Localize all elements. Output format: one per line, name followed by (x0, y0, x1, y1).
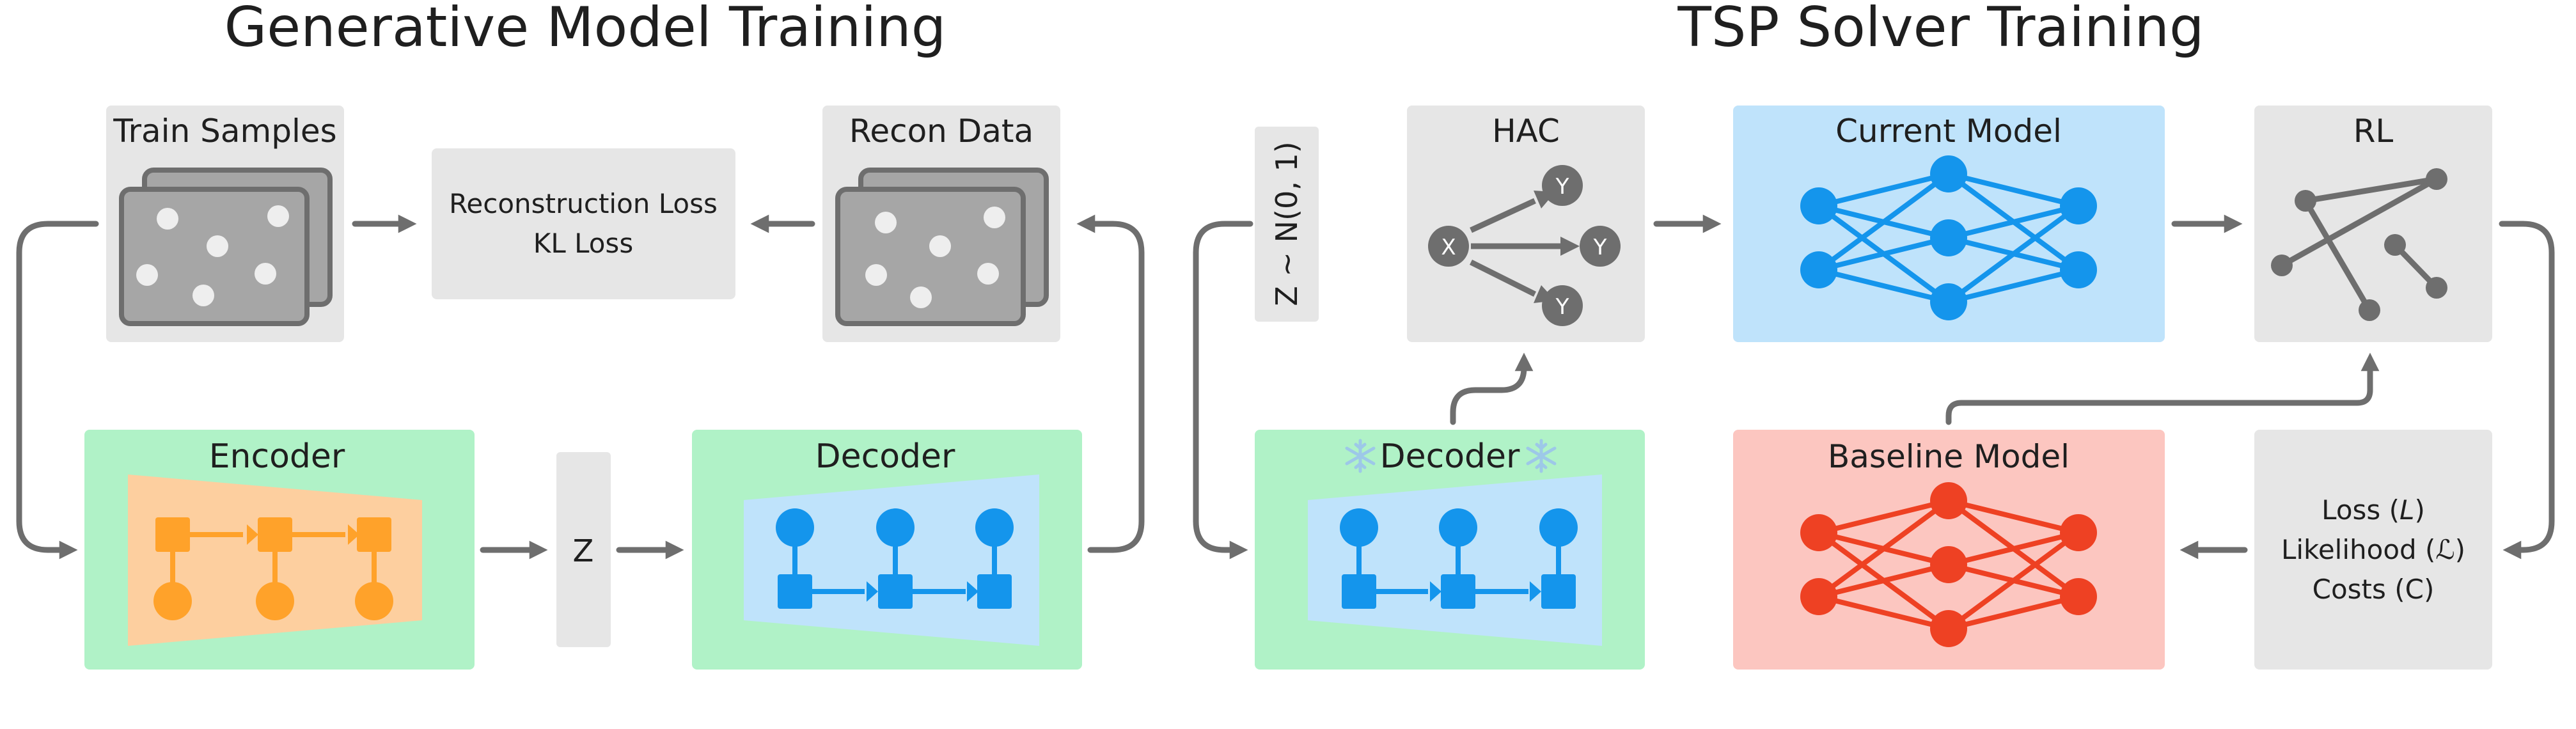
network-node (1800, 578, 1837, 615)
baseline-model-network-icon (1800, 482, 2097, 647)
current-model-network-icon (1800, 155, 2097, 320)
decoder-trapezoid (744, 474, 1039, 646)
hac-node-y3: Y (1555, 294, 1569, 320)
rl-metrics-box: Loss (L) Likelihood (ℒ) Costs (C) (2254, 430, 2492, 670)
hac-node-y2: Y (1593, 235, 1607, 260)
train-samples-box: Train Samples (106, 106, 344, 342)
network-edge (1818, 562, 1949, 599)
encoder-network-icon (153, 517, 393, 620)
reconstruction-loss-label: Reconstruction Loss (449, 188, 718, 219)
train-samples-label: Train Samples (113, 113, 336, 150)
vae-loss-box: Reconstruction Loss KL Loss (432, 148, 735, 299)
prior-sample-label: Z ~ N(0, 1) (1269, 141, 1304, 306)
arrow-baseline-to-rl (1945, 352, 2380, 425)
latent-z-label: Z (573, 533, 594, 569)
network-node (1930, 283, 1967, 320)
network-edge (1818, 235, 1949, 272)
network-node (1800, 187, 1837, 224)
arrow-frozen-decoder-to-hac (1450, 352, 1534, 425)
snowflake-icon (1345, 439, 1376, 473)
network-edge (1947, 203, 2080, 304)
network-node (1930, 610, 1967, 647)
hac-node-y1: Y (1555, 174, 1569, 200)
baseline-model-box: Baseline Model (1733, 430, 2165, 670)
network-node (2060, 578, 2097, 615)
recon-data-stack-icon (835, 168, 1049, 326)
network-node (1930, 219, 1967, 256)
encoder-label: Encoder (209, 437, 345, 476)
decoder-network-icon (776, 508, 1014, 609)
network-edge (1948, 171, 2079, 208)
prior-sample-box: Z ~ N(0, 1) (1255, 127, 1319, 322)
latent-z-box: Z (556, 452, 611, 647)
costs-metric: Costs (C) (2313, 574, 2435, 605)
encoder-box: Encoder (84, 430, 475, 670)
network-edge (1818, 267, 1949, 304)
network-edge (1818, 498, 1949, 535)
arrow-decoder-to-recon (1076, 214, 1145, 553)
frozen-decoder-box: Decoder (1255, 430, 1645, 670)
network-edge (1817, 498, 1951, 599)
network-edge (1948, 498, 2079, 535)
rl-label: RL (2353, 113, 2394, 150)
network-node (1930, 482, 1967, 519)
network-edge (1948, 530, 2079, 567)
hac-label: HAC (1492, 113, 1560, 150)
frozen-decoder-network-icon (1340, 508, 1578, 609)
current-model-label: Current Model (1835, 113, 2062, 150)
network-node (2060, 514, 2097, 551)
loss-metric: Loss (L) (2321, 494, 2425, 526)
network-edge (1948, 267, 2079, 304)
network-node (1930, 546, 1967, 583)
network-node (1930, 155, 1967, 192)
arrow-prior-to-frozen-decoder (1193, 221, 1253, 560)
decoder-label: Decoder (815, 437, 955, 476)
network-node (1800, 514, 1837, 551)
arrow-rl-to-metrics (2499, 221, 2555, 560)
decoder-box: Decoder (692, 430, 1082, 670)
frozen-decoder-label: Decoder (1380, 437, 1520, 476)
rl-tour-graph-icon (2271, 168, 2447, 321)
likelihood-metric: Likelihood (ℒ) (2281, 534, 2465, 565)
network-node (2060, 251, 2097, 288)
network-node (1800, 251, 1837, 288)
right-arrows (1193, 214, 2555, 560)
rl-box: RL (2254, 106, 2492, 342)
right-section-title: TSP Solver Training (1677, 0, 2204, 59)
recon-data-label: Recon Data (849, 113, 1033, 150)
current-model-box: Current Model (1733, 106, 2165, 342)
baseline-model-label: Baseline Model (1828, 438, 2069, 475)
left-arrows (16, 214, 1145, 560)
train-samples-stack-icon (119, 168, 333, 326)
network-node (2060, 187, 2097, 224)
kl-loss-label: KL Loss (533, 228, 633, 259)
frozen-decoder-trapezoid (1308, 474, 1602, 646)
network-edge (1818, 594, 1949, 631)
left-section-title: Generative Model Training (224, 0, 946, 59)
network-edge (1948, 594, 2079, 631)
hac-box: HAC X Y Y Y (1407, 106, 1645, 342)
hac-node-x: X (1441, 235, 1456, 260)
network-edge (1948, 203, 2079, 240)
snowflake-icon (1526, 439, 1557, 473)
recon-data-box: Recon Data (822, 106, 1060, 342)
network-edge (1818, 171, 1949, 208)
hac-clustering-icon: X Y Y Y (1428, 165, 1621, 326)
arrow-train-to-encoder (16, 221, 99, 560)
network-edge (1947, 530, 2080, 631)
network-edge (1817, 171, 1951, 272)
